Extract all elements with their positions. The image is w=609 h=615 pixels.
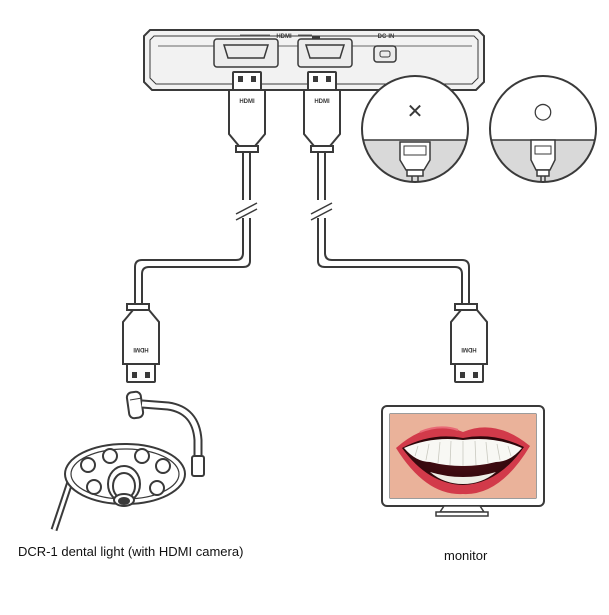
hdmi-plug-text: HDMI xyxy=(314,99,330,105)
inset-wrong-orientation: ✕ xyxy=(361,75,469,183)
dental-light-icon xyxy=(50,390,205,532)
monitor-icon xyxy=(381,405,545,517)
monitor-caption: monitor xyxy=(444,548,488,563)
cable-to-light xyxy=(134,150,258,306)
hdmi-port-label: HDMI xyxy=(276,34,292,40)
cable-to-monitor xyxy=(310,150,470,306)
hdmi-plug-bottom-left: HDMI xyxy=(122,303,160,383)
inset-correct-orientation: ○ xyxy=(489,75,597,183)
dcin-label: DC-IN xyxy=(378,34,395,40)
hdmi-port-right xyxy=(297,36,353,68)
hdmi-port-left xyxy=(213,38,279,68)
hdmi-plug-bottom-right: HDMI xyxy=(450,303,488,383)
hdmi-plug-top-right: HDMI xyxy=(303,71,341,153)
hdmi-plug-text: HDMI xyxy=(133,346,149,352)
wrong-mark-icon: ✕ xyxy=(407,99,424,123)
hdmi-plug-text: HDMI xyxy=(239,99,255,105)
dental-light-caption: DCR-1 dental light (with HDMI camera) xyxy=(18,544,244,559)
dc-in-port xyxy=(373,45,397,63)
hdmi-device: HDMI DC-IN xyxy=(143,29,485,91)
smile-image xyxy=(390,414,536,498)
hdmi-plug-top-left: HDMI xyxy=(228,71,266,153)
hdmi-plug-text: HDMI xyxy=(461,346,477,352)
correct-mark-icon: ○ xyxy=(533,99,552,124)
